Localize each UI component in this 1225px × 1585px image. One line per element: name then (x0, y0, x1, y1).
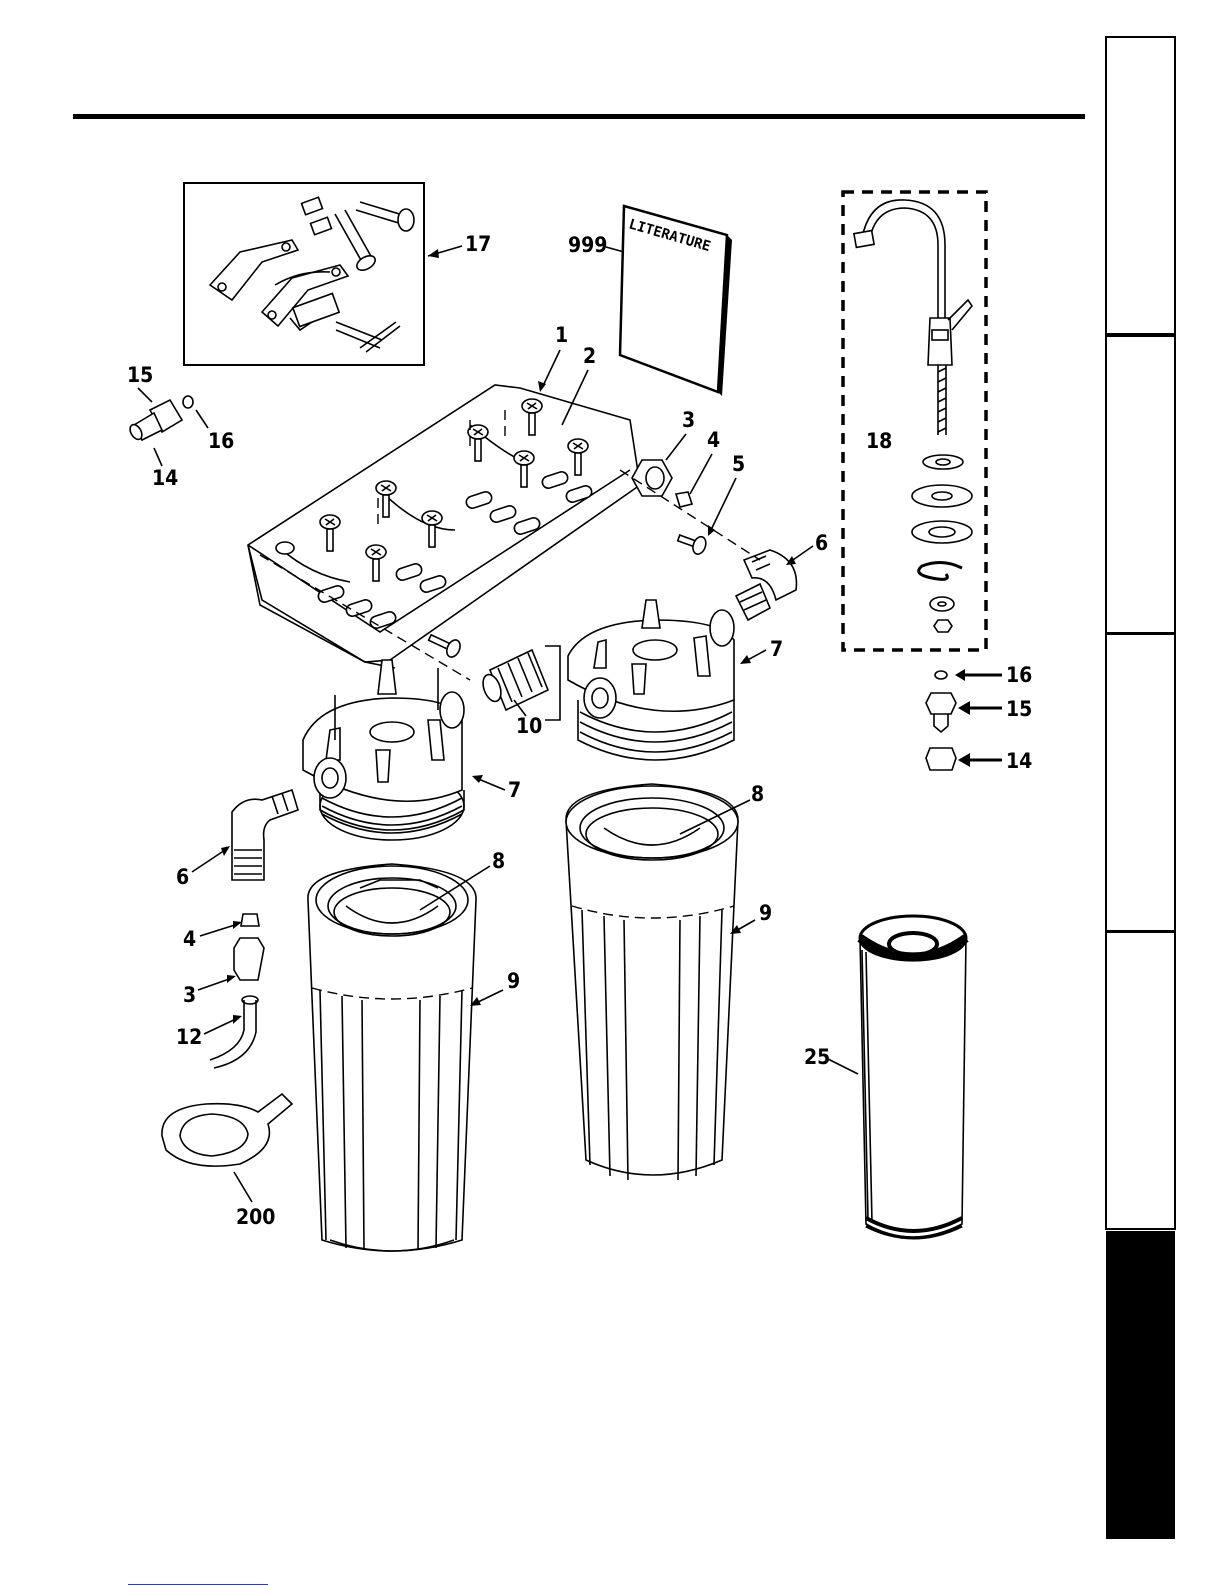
side-tab-5-active[interactable] (1106, 1231, 1175, 1539)
callout-18: 18 (866, 429, 892, 453)
callout-4-bottom: 4 (183, 927, 196, 951)
callout-14-right: 14 (1006, 749, 1032, 773)
fittings-left (128, 396, 193, 441)
callout-9-right: 9 (759, 901, 772, 925)
callout-15-left: 15 (127, 363, 153, 387)
housing-wrench (162, 1094, 292, 1166)
side-tab-3[interactable] (1106, 634, 1175, 931)
callout-15-right: 15 (1006, 697, 1032, 721)
filter-housing-right (566, 784, 738, 1180)
filter-cartridge (860, 916, 966, 1238)
faucet-kit (843, 192, 986, 650)
filter-housing-left (308, 864, 476, 1251)
callout-7-right: 7 (770, 637, 783, 661)
callout-17: 17 (465, 232, 491, 256)
header-rule (73, 114, 1085, 119)
callout-2: 2 (583, 344, 596, 368)
side-tab-strip (1106, 37, 1175, 1539)
fittings-right (926, 671, 956, 770)
callout-25: 25 (804, 1045, 830, 1069)
mounting-bracket (248, 385, 640, 680)
callout-10: 10 (516, 714, 542, 738)
callout-3-bottom: 3 (183, 983, 196, 1007)
side-tab-2[interactable] (1106, 336, 1175, 633)
filter-head-left (303, 660, 464, 840)
callout-6-top: 6 (815, 531, 828, 555)
callout-3-top: 3 (682, 408, 695, 432)
callout-5: 5 (732, 452, 745, 476)
callout-16-left: 16 (208, 429, 234, 453)
callout-9-left: 9 (507, 969, 520, 993)
callout-16-right: 16 (1006, 663, 1032, 687)
callout-8-right: 8 (751, 782, 764, 806)
callout-6-bottom: 6 (176, 865, 189, 889)
saddle-valve-kit (184, 183, 424, 365)
callout-8-left: 8 (492, 849, 505, 873)
callout-1: 1 (555, 323, 568, 347)
side-tab-1[interactable] (1106, 37, 1175, 334)
upper-right-fittings (620, 460, 796, 620)
callout-12: 12 (176, 1025, 202, 1049)
literature-booklet: LITERATURE (620, 206, 732, 396)
callout-4-top: 4 (707, 428, 720, 452)
faucet-kit-box (843, 192, 986, 650)
callout-999: 999 (568, 233, 607, 257)
callout-14-left: 14 (152, 466, 178, 490)
callout-7-left: 7 (508, 778, 521, 802)
filter-head-right (568, 600, 734, 760)
side-tab-4[interactable] (1106, 932, 1175, 1229)
callout-200: 200 (236, 1205, 275, 1229)
